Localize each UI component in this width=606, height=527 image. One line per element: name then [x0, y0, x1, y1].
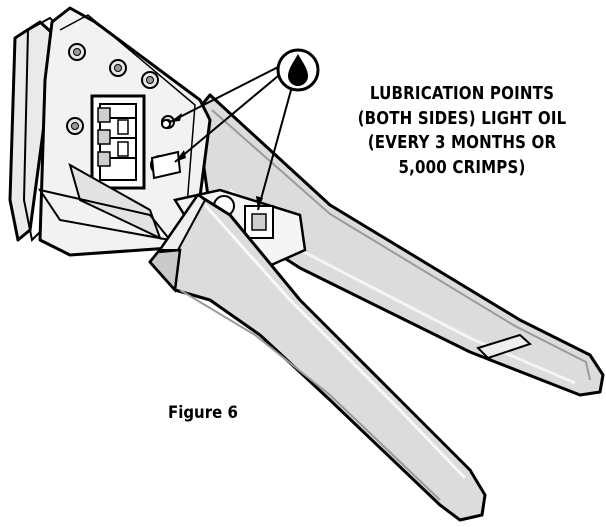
callout-line-2: (BOTH SIDES) LIGHT OIL: [357, 108, 567, 129]
callout-line-4: 5,000 CRIMPS): [398, 157, 526, 178]
callout-line-3: (EVERY 3 MONTHS OR: [367, 133, 557, 153]
callout-line-1: LUBRICATION POINTS: [369, 84, 555, 104]
leader-line-1: [169, 61, 289, 123]
figure-caption: Figure 6: [168, 403, 238, 423]
leader-lines: [169, 61, 297, 211]
crimp-die: [37, 94, 173, 242]
lower-handle: [148, 193, 487, 522]
oil-drop-icon: [276, 48, 320, 92]
lubrication-callout: LUBRICATION POINTS (BOTH SIDES) LIGHT OI…: [350, 82, 574, 180]
leader-line-2: [174, 65, 291, 163]
lube-slot-head: [150, 150, 182, 180]
lube-hole: [161, 119, 171, 129]
tool-head: [8, 6, 212, 257]
handle-slot: [476, 333, 532, 360]
leader-line-3: [257, 71, 297, 211]
